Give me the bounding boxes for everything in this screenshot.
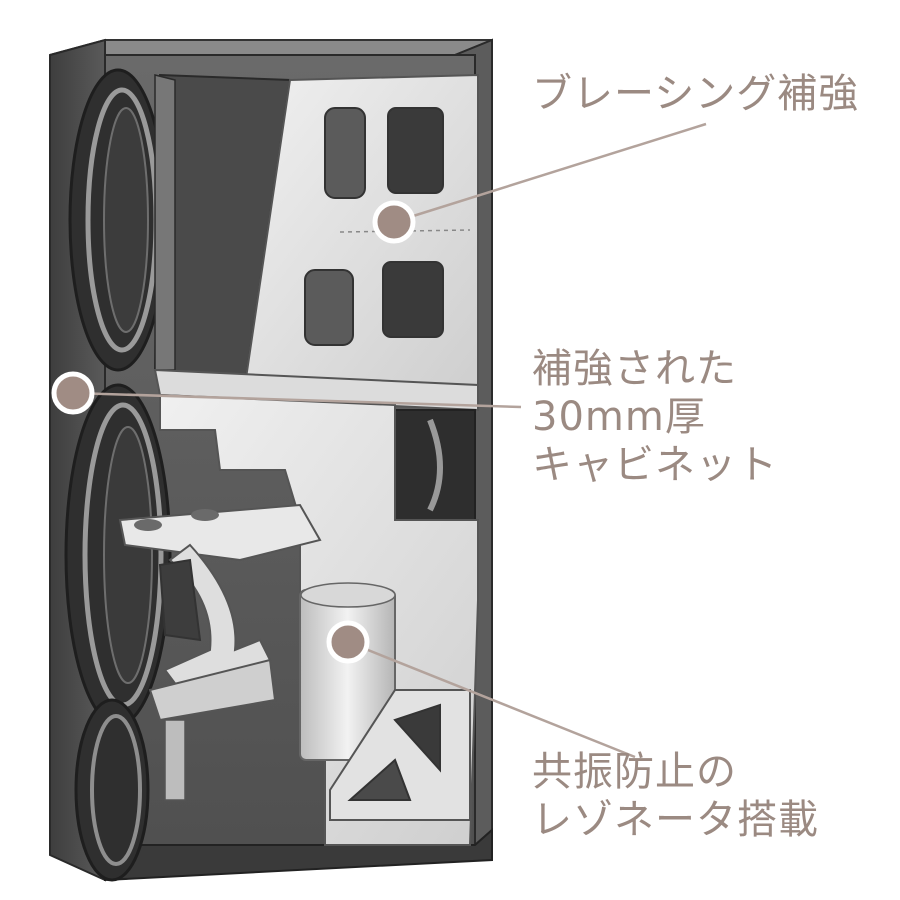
callout-marker-resonator [326, 620, 370, 664]
lower-frame [148, 658, 277, 722]
callout-label-bracing: ブレーシング補強 [532, 70, 859, 118]
brace-window [387, 107, 444, 194]
callout-marker-bracing [372, 200, 416, 244]
callout-label-resonator: 共振防止の レゾネータ搭載 [532, 748, 819, 844]
brace-window [324, 107, 366, 199]
callout-line: 補強された [532, 346, 737, 392]
cabinet-top-face [49, 39, 493, 56]
leader-line-cabinet [72, 391, 522, 409]
callout-line: 30mm厚 [532, 394, 706, 440]
callout-line: レゾネータ搭載 [532, 797, 819, 843]
leader-line-resonator [347, 640, 636, 759]
leader-line-bracing [393, 122, 707, 224]
callout-line: ブレーシング補強 [532, 71, 860, 117]
middle-shelf [153, 368, 479, 412]
callout-label-cabinet: 補強された 30mm厚 キャビネット [532, 345, 778, 489]
callout-marker-cabinet [51, 371, 95, 415]
callout-line: キャビネット [532, 442, 778, 488]
brace-window [304, 269, 354, 346]
callout-line: 共振防止の [532, 749, 737, 795]
port-cutout [74, 698, 150, 882]
brace-window [382, 261, 444, 338]
driver-mount-bracket [118, 503, 322, 562]
